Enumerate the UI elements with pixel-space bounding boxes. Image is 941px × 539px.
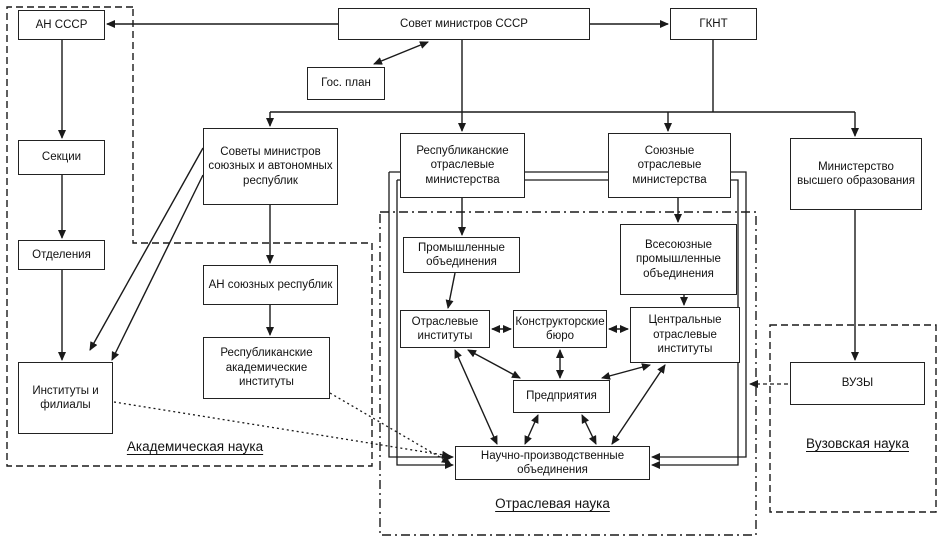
node-predpr: Предприятия <box>513 380 610 413</box>
node-inst-fil: Институты и филиалы <box>18 362 113 434</box>
node-otr-inst: Отраслевые институты <box>400 310 490 348</box>
node-sovmin-sssr: Совет министров СССР <box>338 8 590 40</box>
node-resp-akad-inst: Республиканские академические институты <box>203 337 330 399</box>
node-sovmin-resp: Советы министров союзных и автономных ре… <box>203 128 338 205</box>
node-otdeleniya: Отделения <box>18 240 105 270</box>
node-prom-ob: Промышленные объединения <box>403 237 520 273</box>
academic-region-label: Академическая наука <box>126 439 264 454</box>
industry-region-border <box>379 211 757 536</box>
node-centr-otr-inst: Центральные отраслевые институты <box>630 307 740 363</box>
academic-region-border <box>6 6 373 467</box>
node-kb: Конструкторские бюро <box>513 310 607 348</box>
node-resp-min: Республиканские отраслевые министерства <box>400 133 525 198</box>
node-min-vys: Министерство высшего образования <box>790 138 922 210</box>
node-vuzy: ВУЗЫ <box>790 362 925 405</box>
solid-connectors <box>58 20 859 445</box>
industry-region-label: Отраслевая наука <box>495 496 610 511</box>
node-an-sssr: АН СССР <box>18 10 105 40</box>
node-gosplan: Гос. план <box>307 67 385 100</box>
vuz-region-border <box>769 324 937 513</box>
node-sekcii: Секции <box>18 140 105 175</box>
vuz-region-label: Вузовская наука <box>806 436 909 451</box>
node-soyuz-min: Союзные отраслевые министерства <box>608 133 731 198</box>
node-vses-prom-ob: Всесоюзные промышленные объединения <box>620 224 737 295</box>
node-an-resp: АН союзных республик <box>203 265 338 305</box>
dotted-connectors <box>113 380 788 464</box>
node-npo: Научно-производственные объединения <box>455 446 650 480</box>
region-borders <box>6 6 937 536</box>
node-gknt: ГКНТ <box>670 8 757 40</box>
